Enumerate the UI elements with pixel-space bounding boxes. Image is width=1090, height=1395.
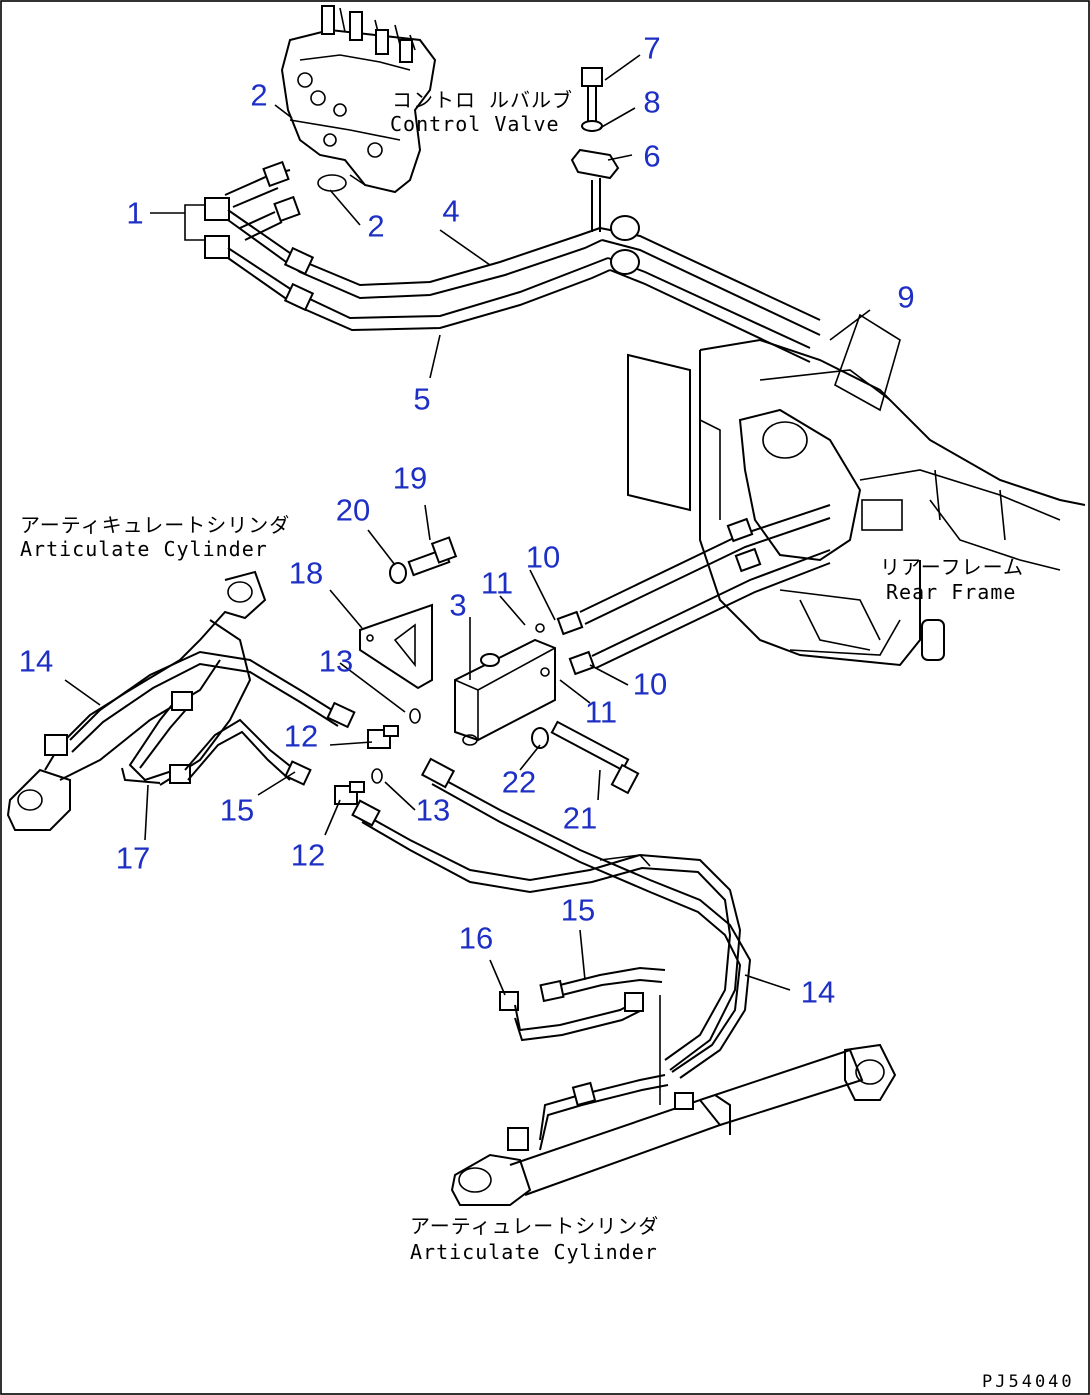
tubes-10 <box>556 504 831 676</box>
callout-18: 18 <box>289 556 323 591</box>
callout-19: 19 <box>393 461 427 496</box>
o-ring-13a <box>409 708 421 724</box>
articulate-cylinder-bottom-label-en: Articulate Cylinder <box>410 1240 658 1264</box>
control-valve <box>280 5 437 194</box>
callout-10-upper: 10 <box>526 540 560 575</box>
articulate-cylinder-left-label-jp: アーティキュレートシリンダ <box>20 513 290 537</box>
callout-4: 4 <box>442 194 459 229</box>
callout-11-upper: 11 <box>481 566 513 601</box>
callout-13-upper: 13 <box>319 644 353 679</box>
callout-15-bottom: 15 <box>561 893 595 928</box>
callout-20: 20 <box>336 493 370 528</box>
callout-22: 22 <box>502 765 536 800</box>
rear-frame <box>627 313 1086 667</box>
bolt-19-washer-20 <box>389 536 458 584</box>
callout-9: 9 <box>897 280 914 315</box>
callout-6: 6 <box>643 139 660 174</box>
articulate-cylinder-bottom <box>450 995 897 1206</box>
callout-5: 5 <box>413 382 430 417</box>
hoses-4-5 <box>227 178 821 363</box>
callout-3: 3 <box>449 588 466 623</box>
callout-10-lower: 10 <box>633 667 667 702</box>
rear-frame-label-en: Rear Frame <box>886 580 1016 604</box>
bolt-washer-clamp <box>570 67 620 180</box>
callout-15-left: 15 <box>220 793 254 828</box>
callout-21: 21 <box>563 801 597 836</box>
callout-17: 17 <box>116 841 150 876</box>
o-ring-13b <box>371 768 383 784</box>
articulate-cylinder-bottom-label-jp: アーティュレートシリンダ <box>410 1214 659 1238</box>
articulate-cylinder-left <box>6 570 267 831</box>
callout-16: 16 <box>459 921 493 956</box>
callout-14-bottom: 14 <box>801 975 835 1010</box>
elbows-12 <box>334 725 399 805</box>
callout-13-lower: 13 <box>416 793 450 828</box>
articulate-cylinder-left-label-en: Articulate Cylinder <box>20 537 268 561</box>
block-3 <box>454 623 556 746</box>
callout-1: 1 <box>126 196 143 231</box>
callout-12-lower: 12 <box>291 838 325 873</box>
valve-fittings <box>224 160 301 241</box>
callout-11-lower: 11 <box>585 695 617 730</box>
rear-frame-label-jp: リアーフレーム <box>880 555 1024 579</box>
callout-12-upper: 12 <box>284 719 318 754</box>
callout-14-left: 14 <box>19 644 53 679</box>
bolt-21-washer-22 <box>531 720 640 795</box>
control-valve-label-jp: コントロ ルバルブ <box>392 88 573 112</box>
tube-15-elbow-16 <box>499 966 666 1042</box>
bracket-18 <box>359 603 433 690</box>
callout-7: 7 <box>643 31 660 66</box>
callout-2-upper: 2 <box>250 78 267 113</box>
left-hoses <box>69 650 356 786</box>
drawing-code: PJ54040 <box>982 1372 1075 1392</box>
callout-8: 8 <box>643 85 660 120</box>
control-valve-label-en: Control Valve <box>390 112 560 136</box>
hoses-14-15 <box>351 757 752 1079</box>
elbow-fittings <box>204 197 230 259</box>
leader-lines <box>64 54 871 996</box>
callout-2-lower: 2 <box>367 209 384 244</box>
